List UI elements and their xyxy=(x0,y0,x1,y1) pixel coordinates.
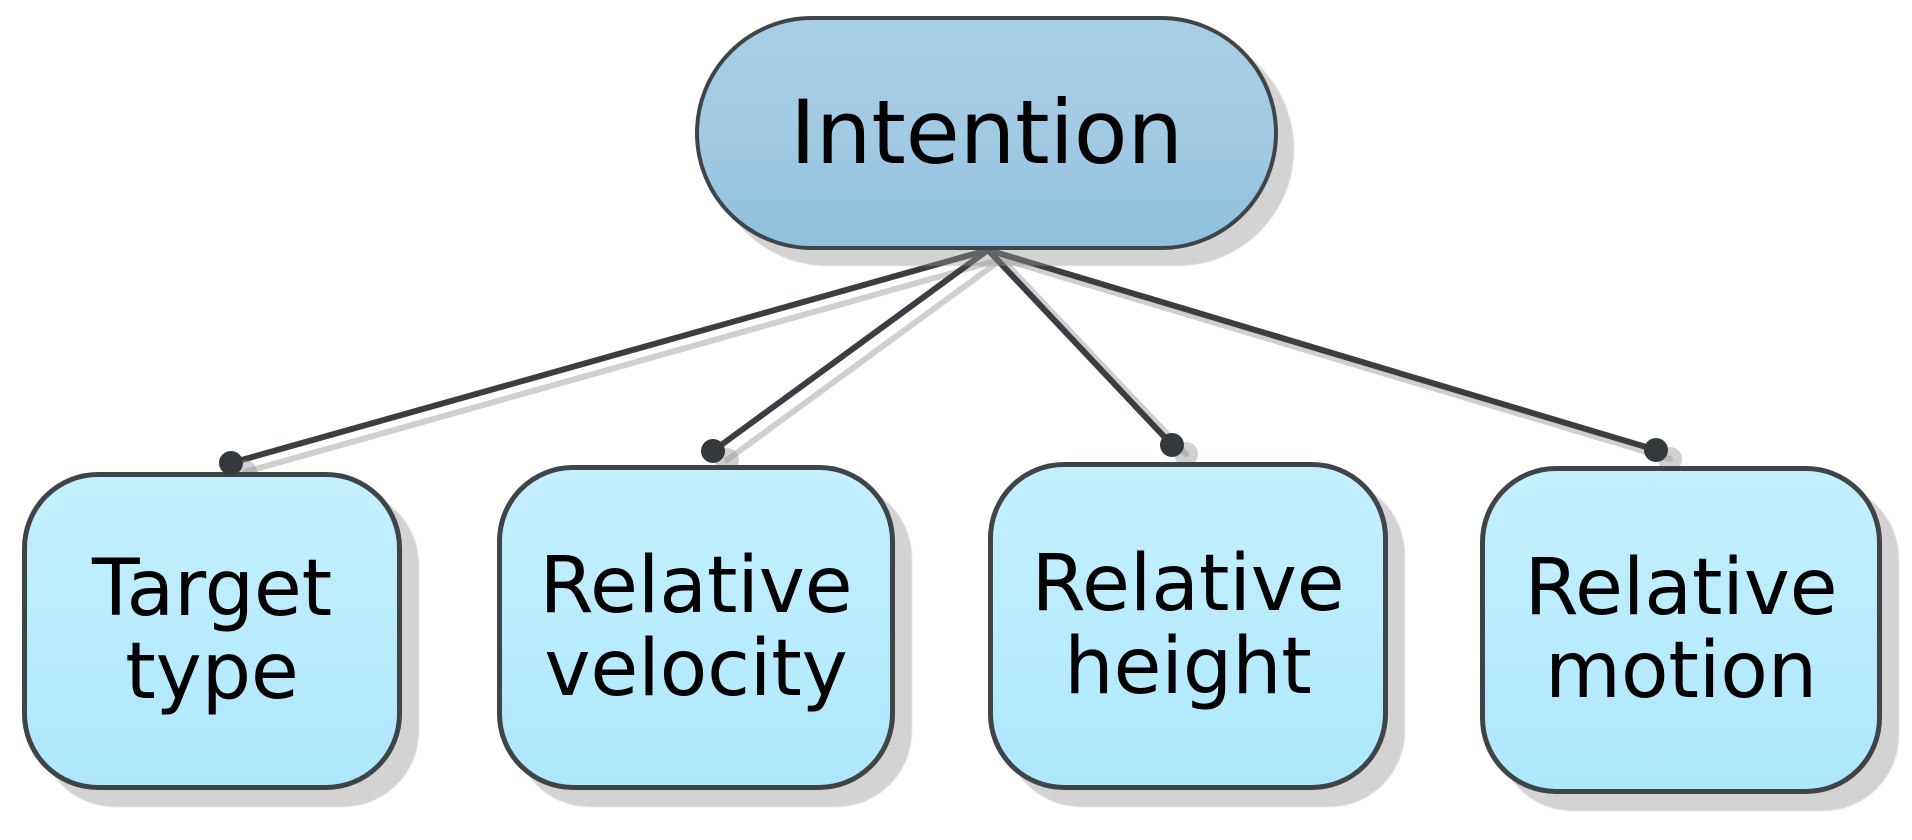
node-relative-height[interactable]: Relative height xyxy=(988,462,1388,790)
node-relative-height-label: Relative height xyxy=(1031,539,1345,712)
node-relative-motion[interactable]: Relative motion xyxy=(1480,466,1882,794)
connector-line-group xyxy=(228,247,1659,466)
connector-line-shadow xyxy=(999,256,1673,462)
node-relative-velocity-label: Relative velocity xyxy=(539,540,853,714)
connector-dot-relative-velocity xyxy=(701,439,725,463)
connector-line xyxy=(228,247,991,466)
connector-dot-relative-motion xyxy=(1644,438,1668,462)
connector-line-shadow xyxy=(724,256,1005,463)
node-intention-label: Intention xyxy=(790,81,1183,185)
node-target-type[interactable]: Target type xyxy=(22,472,402,790)
connector-dot-target-type xyxy=(219,451,243,475)
node-relative-velocity[interactable]: Relative velocity xyxy=(497,465,895,790)
node-relative-motion-label: Relative motion xyxy=(1524,543,1838,716)
connector-line-shadow xyxy=(242,256,1005,475)
connector-line xyxy=(710,247,991,454)
connector-line xyxy=(985,247,1175,448)
node-target-type-label: Target type xyxy=(91,544,333,717)
connector-dot-relative-height xyxy=(1160,433,1184,457)
connector-line-shadow xyxy=(999,256,1189,457)
node-intention[interactable]: Intention xyxy=(695,16,1278,250)
connector-line xyxy=(985,247,1659,453)
connector-shadow-group xyxy=(242,256,1673,475)
